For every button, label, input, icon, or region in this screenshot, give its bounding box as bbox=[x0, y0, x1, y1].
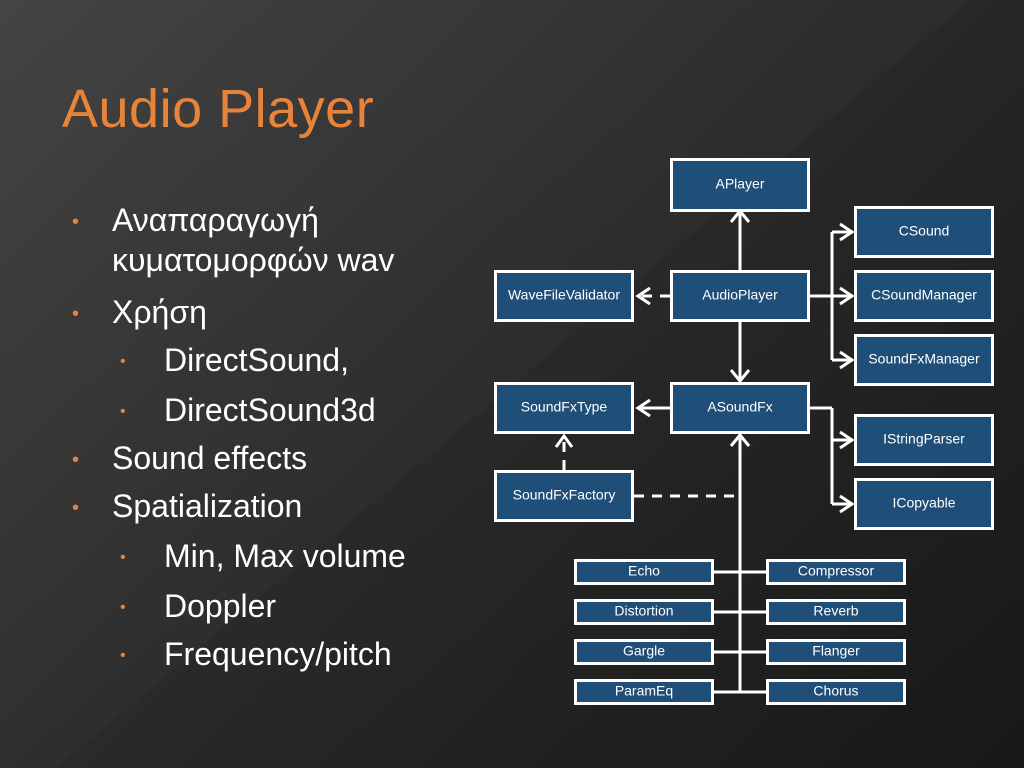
node-echo: Echo bbox=[574, 559, 714, 585]
node-label: Flanger bbox=[812, 643, 860, 659]
node-compressor: Compressor bbox=[766, 559, 906, 585]
node-label: ICopyable bbox=[892, 495, 955, 511]
node-soundfxfactory: SoundFxFactory bbox=[494, 470, 634, 522]
bullet-text: Doppler bbox=[164, 588, 277, 624]
node-chorus: Chorus bbox=[766, 679, 906, 705]
arrowhead-icon bbox=[635, 398, 651, 418]
bullet-text: Spatialization bbox=[112, 488, 303, 524]
bullet-text: Min, Max volume bbox=[164, 538, 406, 574]
diagram-connectors bbox=[554, 208, 855, 694]
arrowhead-icon bbox=[554, 433, 574, 448]
node-distortion: Distortion bbox=[574, 599, 714, 625]
bullet-dot-icon: • bbox=[120, 599, 126, 616]
sub-bullet-item: • DirectSound, bbox=[120, 340, 349, 380]
arrowhead-icon bbox=[839, 222, 855, 242]
sub-bullet-item: • Min, Max volume bbox=[120, 536, 406, 576]
node-label: SoundFxFactory bbox=[513, 487, 616, 503]
node-label: AudioPlayer bbox=[702, 287, 778, 303]
bullet-item: • Sound effects bbox=[72, 438, 308, 478]
sub-bullet-item: • Doppler bbox=[120, 586, 277, 626]
bullet-dot-icon: • bbox=[72, 497, 80, 519]
node-reverb: Reverb bbox=[766, 599, 906, 625]
node-label: WaveFileValidator bbox=[508, 287, 620, 303]
node-soundfxmanager: SoundFxManager bbox=[854, 334, 994, 386]
node-label: Reverb bbox=[813, 603, 858, 619]
bullet-text: κυματομορφών wav bbox=[112, 242, 395, 278]
arrowhead-icon bbox=[839, 494, 855, 514]
bullet-dot-icon: • bbox=[120, 353, 126, 370]
slide-title: Audio Player bbox=[62, 79, 375, 139]
bullet-text: DirectSound3d bbox=[164, 392, 376, 428]
bullet-dot-icon: • bbox=[120, 647, 126, 664]
arrowhead-icon bbox=[635, 286, 651, 306]
node-parameq: ParamEq bbox=[574, 679, 714, 705]
bullet-text: Frequency/pitch bbox=[164, 636, 392, 672]
node-asoundfx: ASoundFx bbox=[670, 382, 810, 434]
arrowhead-icon bbox=[839, 286, 855, 306]
bullet-item: • Spatialization bbox=[72, 486, 303, 526]
node-label: Distortion bbox=[614, 603, 673, 619]
node-label: APlayer bbox=[715, 176, 764, 192]
node-label: IStringParser bbox=[883, 431, 965, 447]
arrowhead-icon bbox=[729, 369, 751, 384]
bullet-dot-icon: • bbox=[120, 549, 126, 566]
bullet-dot-icon: • bbox=[120, 403, 126, 420]
bullet-text: DirectSound, bbox=[164, 342, 349, 378]
bullet-text: Χρήση bbox=[112, 294, 207, 330]
node-wavefilevalidator: WaveFileValidator bbox=[494, 270, 634, 322]
sub-bullet-item: • Frequency/pitch bbox=[120, 634, 392, 674]
node-audioplayer: AudioPlayer bbox=[670, 270, 810, 322]
arrowhead-icon bbox=[839, 430, 855, 450]
node-flanger: Flanger bbox=[766, 639, 906, 665]
bullet-item-continued: κυματομορφών wav bbox=[112, 240, 394, 280]
node-label: CSoundManager bbox=[871, 287, 977, 303]
node-aplayer: APlayer bbox=[670, 158, 810, 212]
node-label: Compressor bbox=[798, 563, 875, 579]
bullet-item: • Χρήση bbox=[72, 292, 207, 332]
sub-bullet-item: • DirectSound3d bbox=[120, 390, 376, 430]
node-label: Gargle bbox=[623, 643, 665, 659]
bullet-item: • Αναπαραγωγή bbox=[72, 200, 319, 240]
arrowhead-icon bbox=[729, 432, 751, 447]
node-csoundmanager: CSoundManager bbox=[854, 270, 994, 322]
bullet-dot-icon: • bbox=[72, 449, 80, 471]
node-label: SoundFxManager bbox=[868, 351, 980, 367]
bullet-dot-icon: • bbox=[72, 303, 80, 325]
node-label: ASoundFx bbox=[707, 399, 772, 415]
bullet-text: Αναπαραγωγή bbox=[112, 202, 319, 238]
node-label: Chorus bbox=[813, 683, 858, 699]
bullet-dot-icon: • bbox=[72, 211, 80, 233]
node-istringparser: IStringParser bbox=[854, 414, 994, 466]
node-soundfxtype: SoundFxType bbox=[494, 382, 634, 434]
node-icopyable: ICopyable bbox=[854, 478, 994, 530]
node-csound: CSound bbox=[854, 206, 994, 258]
node-label: ParamEq bbox=[615, 683, 673, 699]
node-gargle: Gargle bbox=[574, 639, 714, 665]
node-label: CSound bbox=[899, 223, 950, 239]
arrowhead-icon bbox=[839, 350, 855, 370]
bullet-text: Sound effects bbox=[112, 440, 308, 476]
node-label: Echo bbox=[628, 563, 660, 579]
node-label: SoundFxType bbox=[521, 399, 608, 415]
